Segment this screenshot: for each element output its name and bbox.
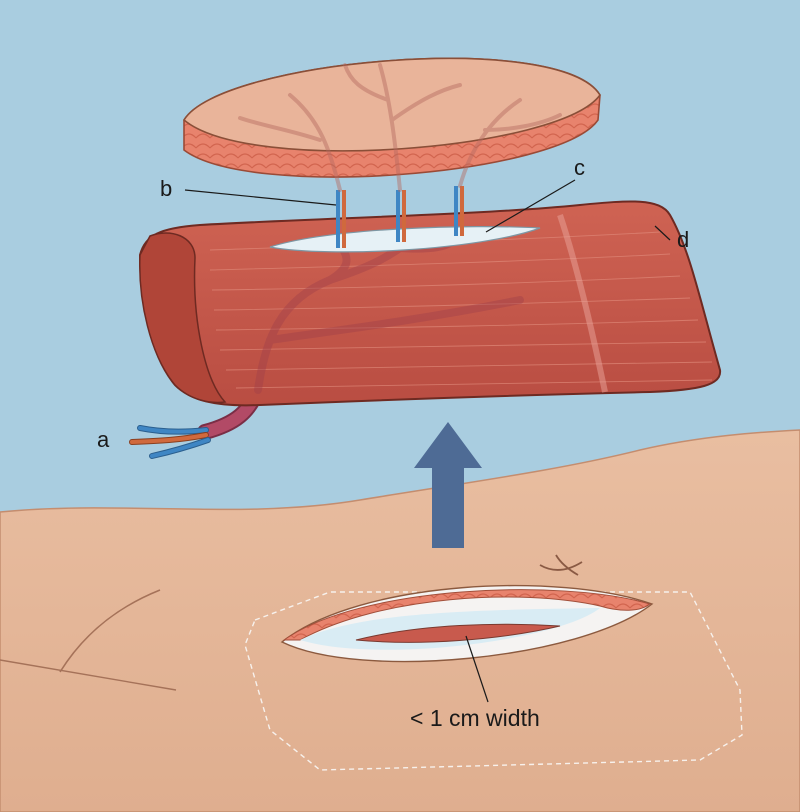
muscle-block [138, 200, 722, 407]
donor-incision [280, 584, 654, 663]
label-d: d [677, 227, 690, 252]
subdermal-vessels [238, 63, 562, 192]
leader-b [184, 189, 337, 206]
label-width-note: < 1 cm width [410, 705, 540, 731]
fascial-incision-slit [355, 623, 561, 643]
label-b: b [160, 176, 173, 201]
label-a: a [97, 427, 110, 452]
leader-c [485, 179, 576, 233]
transfer-arrow [414, 422, 482, 548]
body-crease-left [59, 589, 161, 673]
label-c: c [574, 155, 585, 180]
body-crease-bottom [0, 659, 177, 691]
umbilicus-mark [539, 554, 583, 576]
skin-paddle [182, 57, 601, 192]
width-leader-line [465, 635, 489, 703]
leader-d [654, 225, 671, 241]
perforator-vessels [336, 186, 464, 248]
